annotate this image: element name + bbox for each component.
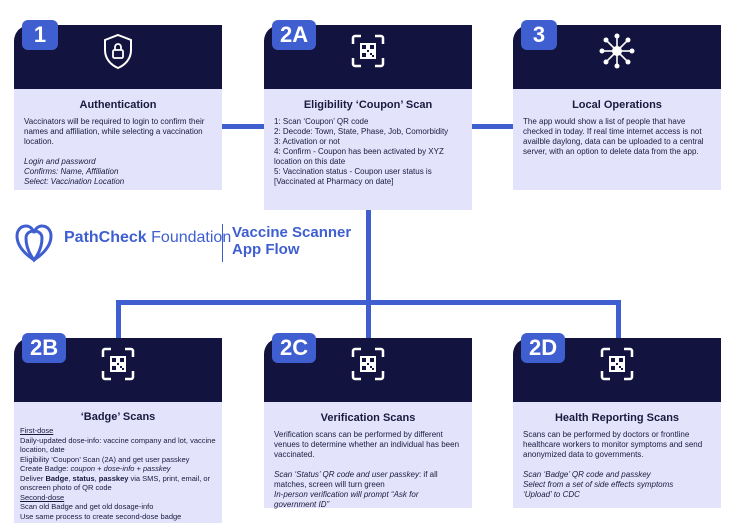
card-title: ‘Badge’ Scans — [80, 411, 156, 423]
card-header: 2C — [264, 333, 472, 402]
card-line: Select from a set of side effects sympto… — [523, 480, 674, 489]
brand-divider — [222, 224, 223, 262]
card-title: Authentication — [79, 99, 157, 111]
app-title: Vaccine Scanner App Flow — [232, 224, 351, 258]
card-line: Deliver Badge, status, passkey via SMS, … — [20, 473, 211, 493]
qr-scan-icon — [101, 347, 135, 381]
card-health-reporting: 2D Health Reporting Scans Scans can be p… — [513, 333, 721, 508]
card-text: Verification scans can be performed by d… — [264, 430, 472, 510]
card-text: The app would show a list of people that… — [513, 117, 721, 157]
card-line: 5: Vaccination status - Coupon user stat… — [274, 167, 432, 186]
card-text: First-dose Daily-updated dose-info: vacc… — [14, 426, 222, 521]
card-local-operations: 3 Local Operations The app would show a … — [513, 20, 721, 190]
card-title: Verification Scans — [320, 412, 416, 424]
connector-to-2c — [366, 300, 371, 338]
card-text: Vaccinators will be required to login to… — [14, 117, 222, 187]
card-title: Health Reporting Scans — [554, 412, 680, 424]
card-line: Login and password — [24, 157, 96, 166]
card-badge-scans: 2B ‘Badge’ Scans First-dose Daily-update… — [14, 333, 222, 523]
card-line: ‘Upload’ to CDC — [523, 490, 580, 499]
card-line: Eligibility ‘Coupon’ Scan (2A) and get u… — [20, 454, 190, 464]
card-line: Scan ‘Badge’ QR code and passkey — [523, 470, 651, 479]
step-badge: 3 — [521, 20, 557, 50]
step-badge: 1 — [22, 20, 58, 50]
card-header: 3 — [513, 20, 721, 89]
connector-to-2d — [616, 300, 621, 338]
card-line: Scan ‘Status’ QR code and user passkey: … — [274, 470, 438, 489]
card-line: Create Badge: coupon + dose-info + passk… — [20, 464, 171, 473]
card-line: Select: Vaccination Location — [24, 177, 125, 186]
brand-name-bold: PathCheck — [64, 229, 147, 246]
step-badge: 2C — [272, 333, 317, 363]
card-line: 1: Scan ‘Coupon’ QR code — [274, 117, 369, 126]
qr-scan-icon — [351, 34, 385, 68]
card-authentication: 1 Authentication Vaccinators will be req… — [14, 20, 222, 190]
card-line: 3: Activation or not — [274, 137, 340, 146]
card-title: Local Operations — [572, 99, 662, 111]
connector-to-2b — [116, 300, 121, 338]
card-line: 2: Decode: Town, State, Phase, Job, Como… — [274, 127, 449, 136]
app-title-line: App Flow — [232, 241, 300, 258]
card-body: Health Reporting Scans Scans can be perf… — [513, 402, 721, 508]
step-badge: 2D — [521, 333, 566, 363]
section-heading: First-dose — [20, 426, 54, 435]
step-badge: 2B — [22, 333, 67, 363]
section-heading: Second-dose — [20, 492, 65, 502]
card-line: 4: Confirm - Coupon has been activated b… — [274, 147, 444, 166]
connector-2a-to-3 — [470, 124, 514, 129]
brand-name-regular: Foundation — [146, 229, 232, 246]
brand-name: PathCheck Foundation — [64, 229, 231, 247]
card-description: Vaccinators will be required to login to… — [24, 117, 205, 146]
card-body: Verification Scans Verification scans ca… — [264, 402, 472, 510]
card-header: 2A — [264, 20, 472, 89]
connector-2a-down — [366, 210, 371, 304]
pathcheck-logo-icon — [15, 224, 53, 263]
connector-1-to-2a — [222, 124, 266, 129]
card-body: ‘Badge’ Scans First-dose Daily-updated d… — [14, 402, 222, 523]
qr-scan-icon — [600, 347, 634, 381]
card-line: Scan old Badge and get old dosage-info — [20, 502, 154, 511]
card-header: 2D — [513, 333, 721, 402]
card-body: Local Operations The app would show a li… — [513, 89, 721, 190]
card-line: Use same process to create second-dose b… — [20, 511, 182, 521]
card-description: The app would show a list of people that… — [523, 117, 704, 156]
qr-scan-icon — [351, 347, 385, 381]
card-line: Confirms: Name, Affiliation — [24, 167, 119, 176]
card-line: In-person verification will prompt “Ask … — [274, 490, 419, 509]
card-body: Eligibility ‘Coupon’ Scan 1: Scan ‘Coupo… — [264, 89, 472, 210]
shield-lock-icon — [104, 33, 132, 70]
card-description: Verification scans can be performed by d… — [274, 430, 460, 459]
card-title: Eligibility ‘Coupon’ Scan — [303, 99, 433, 111]
card-verification-scans: 2C Verification Scans Verification scans… — [264, 333, 472, 510]
app-title-line: Vaccine Scanner — [232, 224, 352, 241]
card-text: 1: Scan ‘Coupon’ QR code 2: Decode: Town… — [264, 117, 472, 187]
step-badge: 2A — [272, 20, 317, 50]
card-header: 2B — [14, 333, 222, 402]
card-body: Authentication Vaccinators will be requi… — [14, 89, 222, 190]
card-description: Scans can be performed by doctors or fro… — [523, 430, 703, 459]
card-coupon-scan: 2A Eligibility ‘Coupon’ Scan 1: Scan ‘Co… — [264, 20, 472, 210]
network-hub-icon — [599, 33, 635, 69]
card-line: Daily-updated dose-info: vaccine company… — [20, 435, 216, 455]
card-text: Scans can be performed by doctors or fro… — [513, 430, 721, 500]
card-header: 1 — [14, 20, 222, 89]
